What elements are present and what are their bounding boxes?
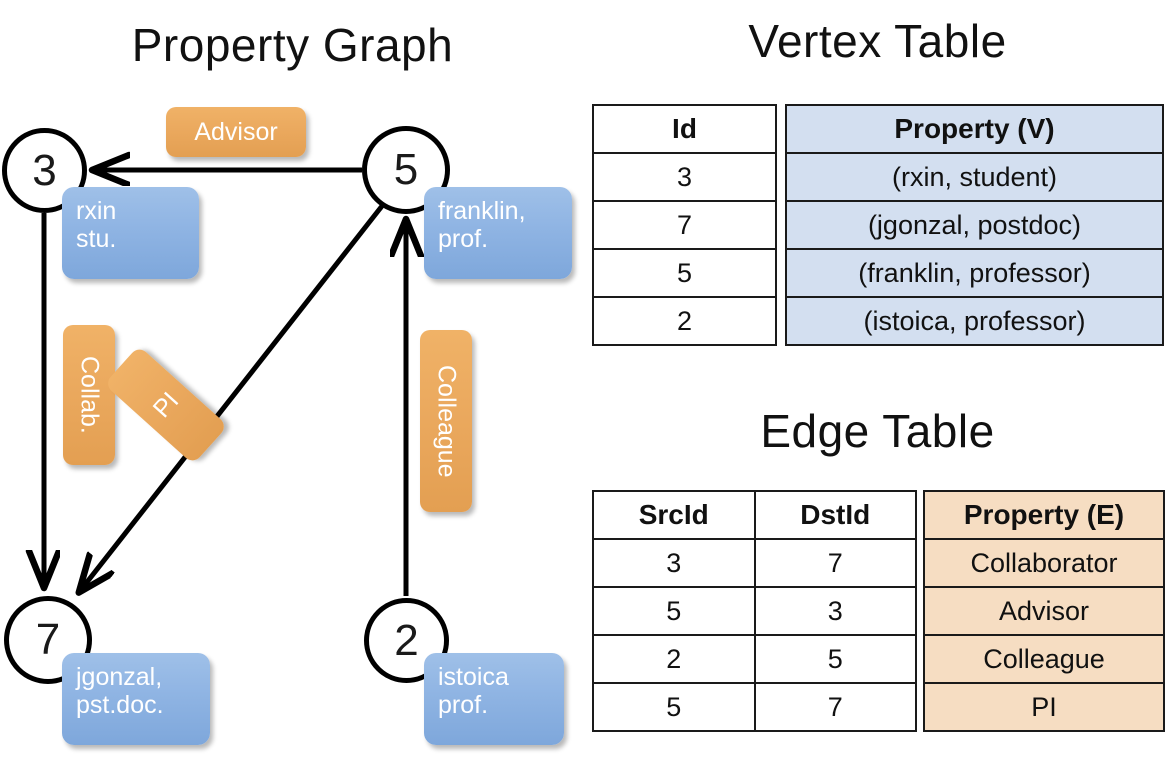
table-row[interactable]: 5 3 [592, 586, 917, 636]
table-row[interactable]: 5 [592, 248, 777, 298]
edge-table-header-property: Property (E) [923, 490, 1165, 540]
property-graph-diagram: 3 5 7 2 rxin stu. franklin, prof. jgonza… [0, 0, 585, 745]
page-title-edge-table: Edge Table [760, 405, 995, 457]
table-row[interactable]: Colleague [923, 634, 1165, 684]
graph-node-3-label: 3 [32, 145, 57, 195]
graph-edge-lines [0, 0, 585, 596]
vertex-table-cell-property: (jgonzal, postdoc) [785, 200, 1164, 250]
table-row[interactable]: Id [592, 104, 777, 154]
vertex-table-header-property: Property (V) [785, 104, 1164, 154]
edge-table-id-columns: SrcId DstId 3 7 5 3 2 5 5 7 [592, 490, 917, 732]
table-row[interactable]: 3 7 [592, 538, 917, 588]
vertex-table-cell-id: 3 [592, 152, 777, 202]
edge-table-cell-srcid: 3 [592, 538, 756, 588]
vertex-table-cell-id: 2 [592, 296, 777, 346]
vertex-property-bubble-franklin[interactable]: franklin, prof. [424, 187, 572, 279]
table-row[interactable]: PI [923, 682, 1165, 732]
edge-table-cell-dstid: 5 [753, 634, 917, 684]
table-row[interactable]: 5 7 [592, 682, 917, 732]
vertex-table-cell-id: 7 [592, 200, 777, 250]
table-row[interactable]: Property (V) [785, 104, 1164, 154]
edge-property-bubble-colleague[interactable]: Colleague [420, 330, 472, 512]
graph-node-7-label: 7 [35, 615, 61, 664]
vertex-table-cell-id: 5 [592, 248, 777, 298]
vertex-table-cell-property: (rxin, student) [785, 152, 1164, 202]
table-row[interactable]: (rxin, student) [785, 152, 1164, 202]
table-row[interactable]: 2 [592, 296, 777, 346]
edge-property-bubble-collab[interactable]: Collab. [63, 325, 115, 465]
vertex-property-bubble-jgonzal[interactable]: jgonzal, pst.doc. [62, 653, 210, 745]
table-row[interactable]: Collaborator [923, 538, 1165, 588]
edge-table-cell-dstid: 7 [753, 682, 917, 732]
table-row[interactable]: SrcId DstId [592, 490, 917, 540]
edge-table-cell-property: Colleague [923, 634, 1165, 684]
edge-table-header-srcid: SrcId [592, 490, 756, 540]
graph-node-2[interactable]: 2 [364, 598, 449, 683]
table-row[interactable]: 2 5 [592, 634, 917, 684]
table-row[interactable]: Advisor [923, 586, 1165, 636]
edge-table-header-dstid: DstId [753, 490, 917, 540]
graph-node-2-label: 2 [394, 615, 419, 665]
page-title-property-graph: Property Graph [131, 19, 454, 71]
edge-table-cell-property: PI [923, 682, 1165, 732]
table-row[interactable]: (istoica, professor) [785, 296, 1164, 346]
graph-node-5[interactable]: 5 [362, 126, 450, 214]
table-row[interactable]: Property (E) [923, 490, 1165, 540]
table-row[interactable]: 3 [592, 152, 777, 202]
vertex-table-property-column: Property (V) (rxin, student) (jgonzal, p… [785, 104, 1164, 346]
table-row[interactable]: (jgonzal, postdoc) [785, 200, 1164, 250]
table-row[interactable]: 7 [592, 200, 777, 250]
edge-table-cell-srcid: 5 [592, 682, 756, 732]
vertex-table-id-column: Id 3 7 5 2 [592, 104, 777, 346]
edge-table-cell-property: Advisor [923, 586, 1165, 636]
edge-table-cell-property: Collaborator [923, 538, 1165, 588]
graph-node-5-label: 5 [393, 145, 419, 194]
vertex-property-bubble-istoica[interactable]: istoica prof. [424, 653, 564, 745]
edge-table-cell-dstid: 3 [753, 586, 917, 636]
page-title-vertex-table: Vertex Table [748, 15, 1007, 67]
edge-table-cell-dstid: 7 [753, 538, 917, 588]
edge-table-cell-srcid: 5 [592, 586, 756, 636]
vertex-property-bubble-rxin[interactable]: rxin stu. [62, 187, 199, 279]
vertex-table-cell-property: (istoica, professor) [785, 296, 1164, 346]
edge-table-property-column: Property (E) Collaborator Advisor Collea… [923, 490, 1165, 732]
edge-property-bubble-advisor[interactable]: Advisor [166, 107, 306, 157]
edge-line-pi [80, 204, 384, 591]
table-row[interactable]: (franklin, professor) [785, 248, 1164, 298]
vertex-table-header-id: Id [592, 104, 777, 154]
vertex-table-cell-property: (franklin, professor) [785, 248, 1164, 298]
edge-table-cell-srcid: 2 [592, 634, 756, 684]
